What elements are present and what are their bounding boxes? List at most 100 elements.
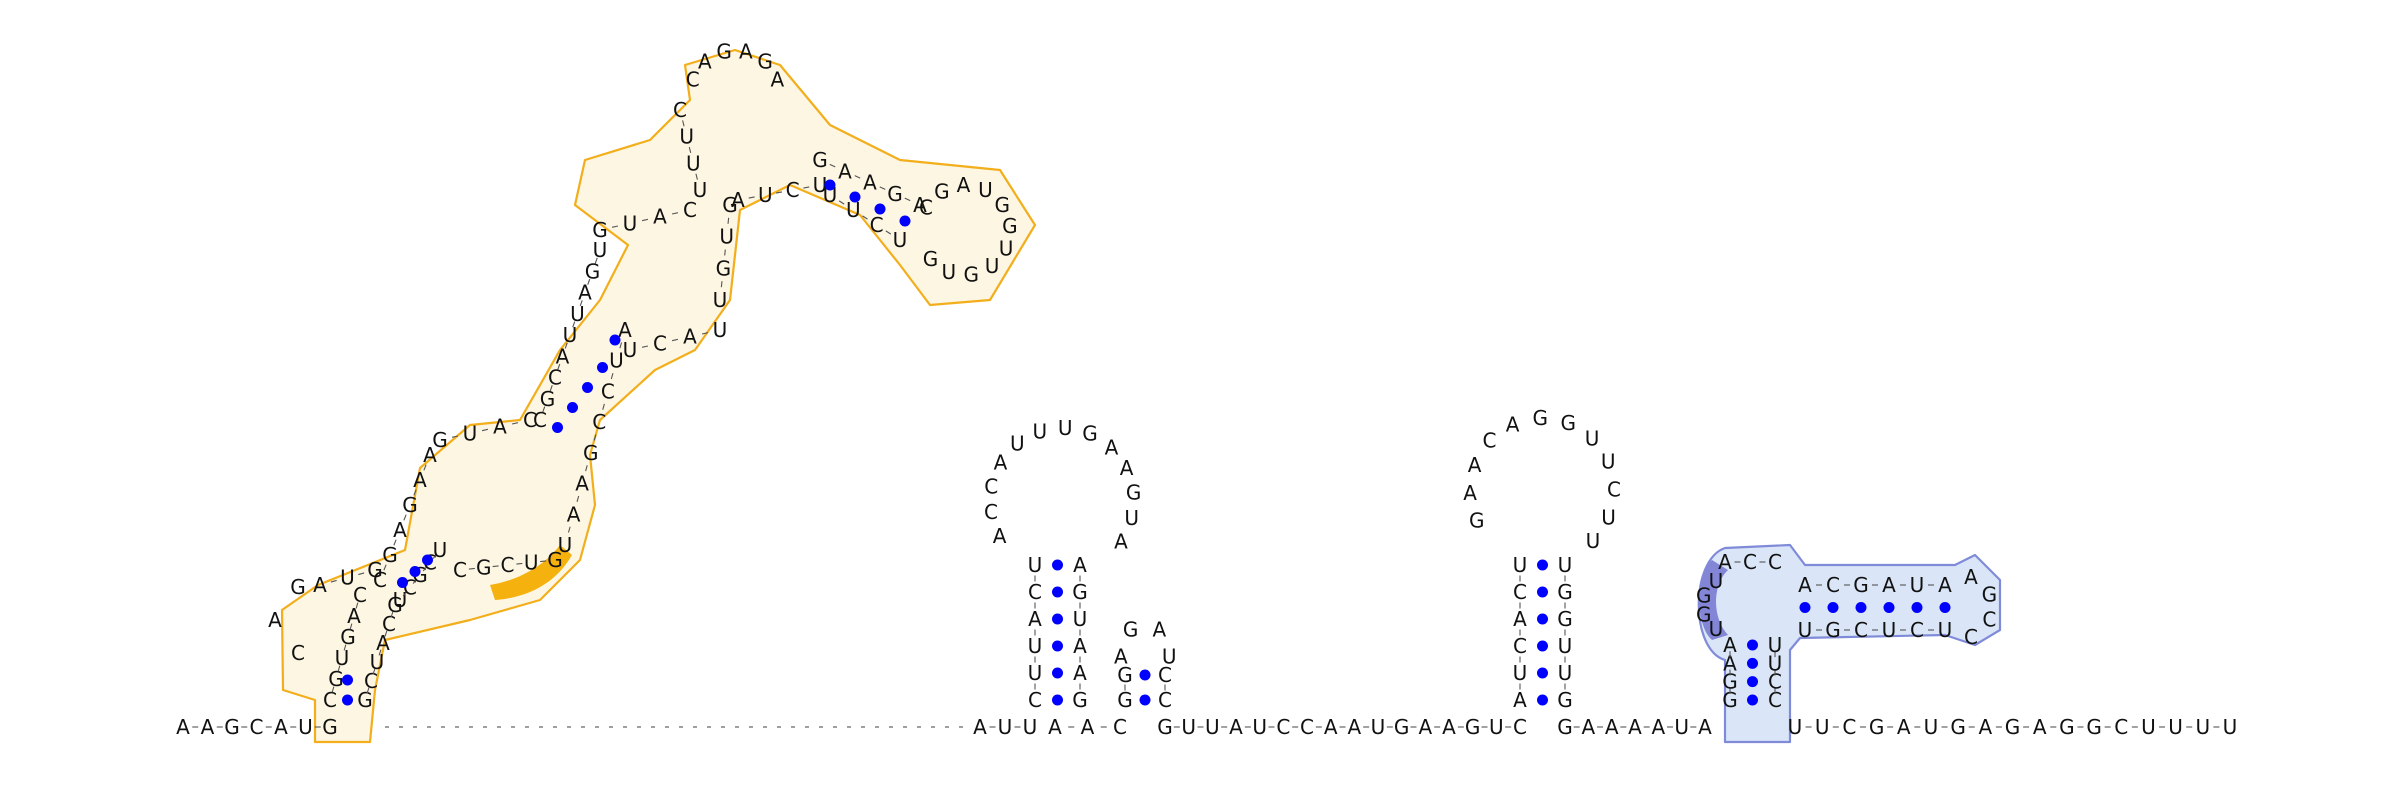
stem1-upper-arm-top-nucleotide-4: A	[913, 193, 927, 217]
stem1-tail-3-nucleotide-2: C	[501, 553, 515, 577]
stem1-long-base-pair-dot	[597, 362, 608, 373]
pseudoknot-bottom-strand-nucleotide-5: U	[1938, 618, 1953, 642]
pseudoknot-stem-right-nucleotide-3: U	[1768, 633, 1783, 657]
stem1-long-left-backbone	[572, 321, 576, 328]
stem1-segment-b-backbone	[422, 566, 428, 572]
hairpin2-left-strand-nucleotide-1: U	[1028, 661, 1043, 685]
stem1-upper-arm-top-backbone	[879, 186, 886, 190]
pseudoknot-stem-base-pair-dot	[1747, 657, 1758, 669]
pseudoknot-arm-base-pair-dot	[1827, 602, 1839, 613]
baseline-segment-1-nucleotide-0: A	[973, 715, 987, 739]
hairpin3-stem-base-pair-dot	[1537, 613, 1548, 625]
hairpin2b-stem-base-pair-dot	[1139, 669, 1151, 681]
pseudoknot-top-strand-nucleotide-4: U	[1910, 573, 1925, 597]
stem1-long-left-nucleotide-4: U	[563, 323, 578, 347]
stem1-segment-a-nucleotide-1: G	[382, 543, 398, 567]
baseline-segment-3-nucleotide-11: A	[1418, 715, 1432, 739]
baseline-segment-3-nucleotide-10: G	[1394, 715, 1410, 739]
pseudoknot-arm-base-pair-dot	[1883, 602, 1895, 613]
stem1-long-left-backbone	[549, 385, 553, 392]
stem1-upper-arm-base-pair-dot	[899, 215, 911, 227]
stem1-segment-a-backbone	[403, 514, 407, 521]
stem1-tail-1-backbone	[330, 579, 337, 583]
stem1-end-loop-nucleotide-2: A	[957, 173, 971, 197]
stem1-long-right-backbone	[619, 342, 623, 349]
stem1-upper-mid-nucleotide-1: U	[719, 225, 734, 249]
hairpin3-loop-nucleotide-11: U	[1586, 529, 1601, 553]
stem1-right-strand-nucleotide-3: A	[376, 631, 390, 655]
pseudoknot-arm-base-pair-dot	[1855, 602, 1867, 613]
hairpin3-right-strand-nucleotide-1: U	[1558, 661, 1573, 685]
hairpin3-stem-base-pair-dot	[1537, 667, 1548, 679]
stem1-long-right-backbone	[610, 373, 614, 380]
pseudoknot-loop-left-nucleotide-3: U	[1709, 569, 1724, 593]
stem1-upper-branch-nucleotide-1: U	[758, 183, 773, 207]
stem1-base-base-pair-dot	[342, 694, 353, 706]
hairpin2b-loop-nucleotide-1: G	[1123, 618, 1139, 642]
stem1-long-left-nucleotide-5: U	[570, 302, 585, 326]
hairpin2-loop-nucleotide-8: A	[1105, 436, 1119, 460]
baseline-5prime-nucleotide-5: U	[298, 715, 313, 739]
stem1-segment-b-backbone	[432, 553, 438, 559]
stem1-hairpin-arc-nucleotide-1: A	[268, 608, 282, 632]
stem1-upper-arm-base-pair-dot	[849, 191, 861, 203]
stem1-upper-mid-nucleotide-3: U	[713, 288, 728, 312]
stem1-tail-3-nucleotide-3: U	[524, 551, 539, 575]
stem1-segment-a-nucleotide-2: A	[393, 518, 407, 542]
stem1-left-strand-nucleotide-5: C	[353, 583, 367, 607]
stem1-tail-2-nucleotide-1: U	[463, 421, 478, 445]
stem1-left-strand-nucleotide-4: A	[347, 604, 361, 628]
stem1-long-right-nucleotide-1: A	[567, 502, 581, 526]
stem1-left-strand-backbone	[337, 665, 341, 672]
stem1-tail-2-nucleotide-3: C	[523, 408, 537, 432]
pseudoknot-loop-right-nucleotide-2: C	[1982, 608, 1996, 632]
baseline-5prime-nucleotide-3: C	[250, 715, 264, 739]
pseudoknot-top-strand-nucleotide-1: C	[1826, 573, 1840, 597]
pseudoknot-loop-right-nucleotide-3: C	[1964, 625, 1978, 649]
stem1-segment-b-backbone	[412, 578, 418, 584]
stem1-right-strand-backbone	[384, 630, 388, 637]
stem1-tail-2-nucleotide-0: G	[432, 428, 448, 452]
stem1-segment-a-backbone	[393, 539, 397, 546]
stem1-loop2-bottom-backbone	[641, 345, 649, 348]
baseline-segment-3-nucleotide-9: U	[1371, 715, 1386, 739]
pseudoknot-bottom-strand-nucleotide-0: U	[1798, 618, 1813, 642]
stem1-segment-b-nucleotide-4: U	[433, 538, 448, 562]
stem1-loop2-bottom-backbone	[671, 338, 679, 342]
baseline-3prime-nucleotide-9: A	[2033, 715, 2047, 739]
stem1-left-strand-nucleotide-2: U	[335, 646, 350, 670]
stem1-top-loop-nucleotide-3: A	[739, 39, 753, 63]
pseudoknot-arm-base-pair-dot	[1939, 602, 1951, 613]
stem1-left-strand-backbone	[349, 623, 353, 630]
hairpin3-right-strand-nucleotide-5: U	[1558, 553, 1573, 577]
stem1-upper-branch-nucleotide-0: A	[731, 188, 745, 212]
baseline-3prime-nucleotide-15: U	[2195, 715, 2210, 739]
pseudoknot-stem-right-nucleotide-1: C	[1768, 670, 1782, 694]
stem1-long-left-nucleotide-0: C	[533, 408, 547, 432]
hairpin2b-right-strand-nucleotide-0: C	[1158, 688, 1172, 712]
hairpin2b-loop-nucleotide-2: A	[1152, 618, 1166, 642]
stem1-upper-arm-base-pair-dot	[824, 179, 836, 191]
hairpin3-right-strand-nucleotide-2: U	[1558, 634, 1573, 658]
hairpin3-loop-nucleotide-9: C	[1607, 477, 1621, 501]
stem1-upper-arm-bottom-backbone	[885, 230, 892, 235]
baseline-segment-3-nucleotide-1: U	[1181, 715, 1196, 739]
hairpin2-right-strand-nucleotide-1: A	[1073, 661, 1087, 685]
stem1-loop2-bottom-nucleotide-3: U	[713, 318, 728, 342]
stem1-end-loop-nucleotide-4: G	[995, 193, 1011, 217]
hairpin2-loop-nucleotide-3: A	[994, 451, 1008, 475]
baseline-segment-4-nucleotide-2: A	[1605, 715, 1619, 739]
stem1-upper-arm-top-nucleotide-3: G	[887, 182, 903, 206]
baseline-segment-3-nucleotide-5: C	[1276, 715, 1290, 739]
stem1-segment-a-backbone	[383, 564, 387, 571]
stem1-long-left-backbone	[594, 257, 598, 264]
baseline-segment-3-nucleotide-6: C	[1300, 715, 1314, 739]
stem1-right-strand-backbone	[372, 668, 376, 675]
baseline-segment-3-nucleotide-4: U	[1252, 715, 1267, 739]
stem1-end-loop-nucleotide-6: U	[999, 236, 1014, 260]
baseline-segment-1-nucleotide-1: U	[998, 715, 1013, 739]
stem1-upper-arm-bottom-nucleotide-3: U	[893, 228, 908, 252]
hairpin2-stem-base-pair-dot	[1052, 559, 1063, 571]
hairpin3-loop-nucleotide-1: A	[1463, 481, 1477, 505]
hairpin2-stem-base-pair-dot	[1052, 667, 1063, 679]
